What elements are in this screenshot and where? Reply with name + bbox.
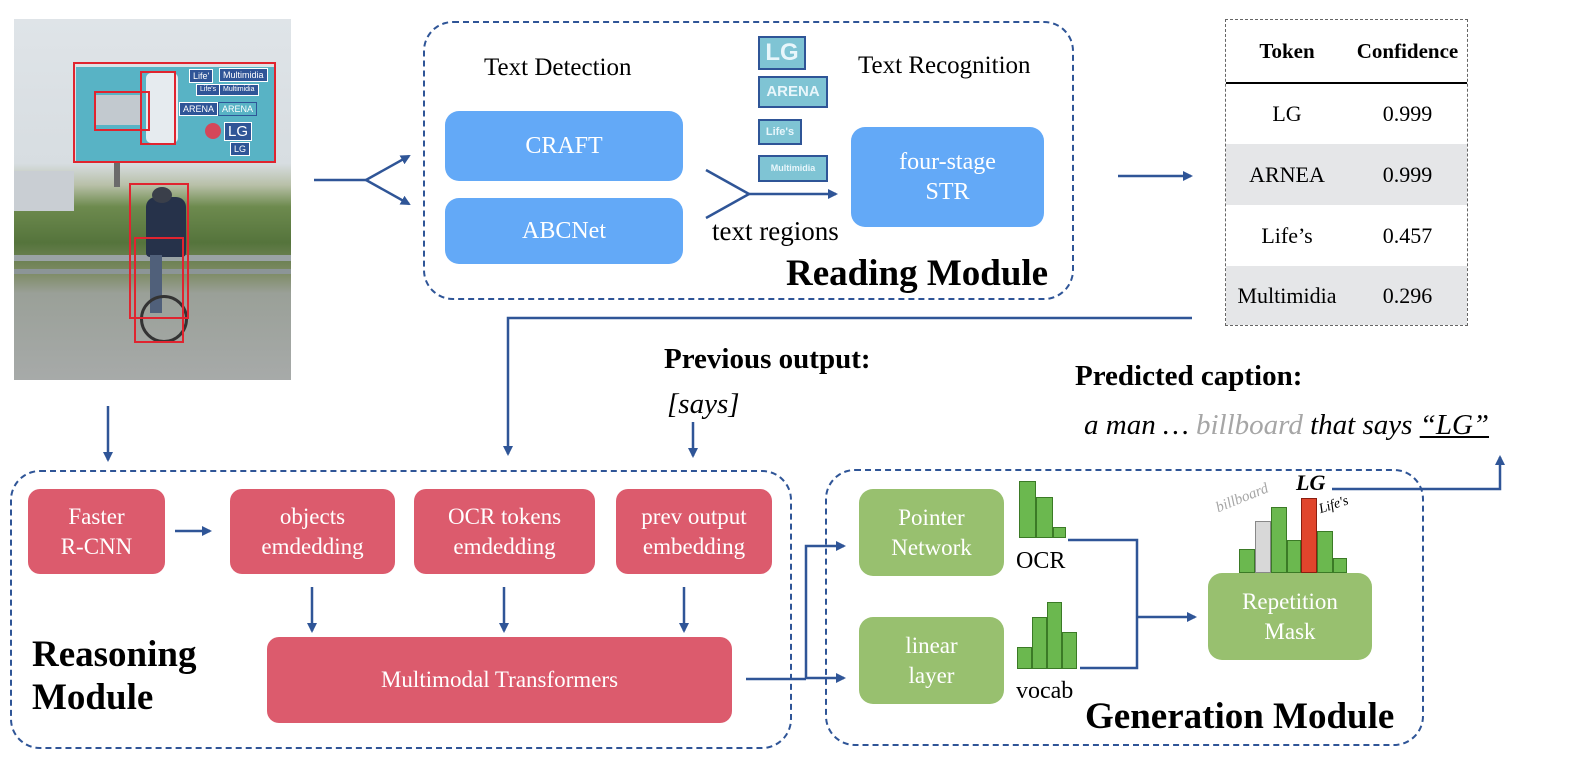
arrow-to-abcnet — [365, 178, 411, 206]
faster-rcnn-box: Faster R-CNN — [28, 489, 165, 574]
vocab-histogram-bar — [1047, 602, 1062, 669]
ocr-histogram-bar — [1019, 481, 1036, 538]
ocr-tag: LG — [230, 142, 251, 156]
cyclist-body — [146, 197, 186, 257]
text-crop: Multimidia — [758, 155, 828, 182]
table-row: LG 0.999 — [1226, 83, 1467, 144]
mask-histogram-bar-lg — [1301, 498, 1317, 573]
confidence-cell: 0.457 — [1382, 222, 1433, 248]
merge-line — [1068, 538, 1139, 670]
lg-logo-icon — [205, 123, 221, 139]
phone-image-small — [96, 95, 140, 125]
ocr-tag: Multimidia — [219, 84, 259, 96]
table-header-confidence: Confidence — [1356, 38, 1459, 63]
token-cell: ARNEA — [1249, 161, 1325, 187]
caption-part-lg: “LG” — [1419, 409, 1490, 441]
mask-histogram-bar-lifes — [1317, 531, 1333, 573]
craft-box: CRAFT — [445, 111, 683, 181]
reading-module-title: Reading Module — [786, 253, 1049, 294]
text-crop: LG — [758, 36, 806, 70]
scene-image: Life' Multimidia Life's Multimidia ARENA… — [14, 19, 291, 380]
arrow-to-caption — [1332, 455, 1505, 491]
word-lg-label: LG — [1296, 470, 1326, 495]
table-row: Multimidia 0.296 — [1226, 266, 1467, 325]
token-cell: Multimidia — [1237, 282, 1337, 308]
ocr-tag: Multimidia — [219, 68, 268, 82]
token-cell: LG — [1272, 100, 1302, 126]
caption-part-billboard: billboard — [1195, 409, 1303, 441]
vocab-histogram-bar — [1032, 617, 1047, 669]
vocab-histogram-bar — [1017, 647, 1032, 669]
caption-part-man: a man … — [1084, 409, 1189, 441]
cyclist-head — [152, 187, 172, 203]
phone-image — [146, 73, 178, 143]
detection-box-person — [129, 183, 189, 319]
mask-histogram-bar — [1239, 549, 1255, 573]
table-row: ARNEA 0.999 — [1226, 144, 1467, 205]
text-regions-label: text regions — [712, 216, 839, 246]
multimodal-transformers-box: Multimodal Transformers — [267, 637, 732, 723]
confidence-cell: 0.296 — [1382, 282, 1433, 308]
predicted-caption-label: Predicted caption: — [1075, 360, 1303, 392]
ocr-tag: LG — [224, 122, 253, 141]
linear-layer-box: linear layer — [859, 617, 1004, 704]
token-confidence-table: Token Confidence LG 0.999 ARNEA 0.999 Li… — [1225, 19, 1468, 326]
distant-buildings — [14, 171, 74, 211]
mask-histogram-bar — [1333, 558, 1347, 573]
prev-output-embedding-box: prev output embedding — [616, 489, 772, 574]
arrow-to-craft — [365, 154, 411, 182]
mask-histogram-bar-billboard — [1255, 521, 1271, 573]
pointer-network-box: Pointer Network — [859, 489, 1004, 576]
detection-box-screen — [94, 91, 150, 131]
detection-box-billboard — [73, 62, 276, 163]
ocr-histogram-bar — [1036, 497, 1053, 538]
arrow-to-pointer — [804, 541, 846, 679]
ocr-histogram-bar — [1053, 527, 1066, 538]
table-header-row: Token Confidence — [1226, 20, 1467, 84]
ocr-tag: ARENA — [179, 102, 219, 116]
text-crop: Life's — [758, 119, 802, 145]
generation-module-frame — [825, 469, 1424, 746]
previous-output-value: [says] — [667, 388, 740, 420]
table-row: Life’s 0.457 — [1226, 205, 1467, 266]
four-stage-str-box: four-stage STR — [851, 127, 1044, 227]
mask-histogram-bar — [1271, 507, 1287, 573]
vocab-label: vocab — [1016, 678, 1074, 704]
vocab-histogram-bar — [1062, 632, 1077, 669]
predicted-caption: a man … billboard that says “LG” — [1084, 409, 1489, 442]
ocr-tag: Life' — [189, 69, 214, 83]
token-cell: Life’s — [1261, 222, 1313, 248]
text-recognition-label: Text Recognition — [858, 52, 1031, 79]
objects-embedding-box: objects emdedding — [230, 489, 395, 574]
detection-box-bicycle — [134, 237, 184, 343]
arrow-line — [705, 192, 750, 220]
mask-histogram-bar — [1287, 540, 1301, 573]
ocr-tag: ARENA — [218, 102, 258, 116]
arrow-to-ocr-tokens — [503, 316, 1192, 456]
confidence-cell: 0.999 — [1382, 161, 1433, 187]
text-detection-label: Text Detection — [484, 54, 632, 81]
reasoning-module-title: Reasoning Module — [32, 634, 197, 718]
ocr-label: OCR — [1016, 548, 1066, 574]
reasoning-module-frame — [10, 470, 792, 749]
ocr-tokens-embedding-box: OCR tokens emdedding — [414, 489, 595, 574]
text-crop: ARENA — [758, 76, 828, 108]
reading-module-frame — [423, 21, 1074, 300]
table-header-token: Token — [1259, 38, 1315, 63]
abcnet-box: ABCNet — [445, 198, 683, 264]
repetition-mask-box: Repetition Mask — [1208, 573, 1372, 660]
arrow-line — [705, 168, 750, 196]
caption-part-says: that says — [1310, 409, 1413, 441]
previous-output-label: Previous output: — [664, 343, 871, 375]
confidence-cell: 0.999 — [1382, 100, 1433, 126]
generation-module-title: Generation Module — [1085, 696, 1395, 737]
detection-box-phone — [140, 71, 176, 145]
